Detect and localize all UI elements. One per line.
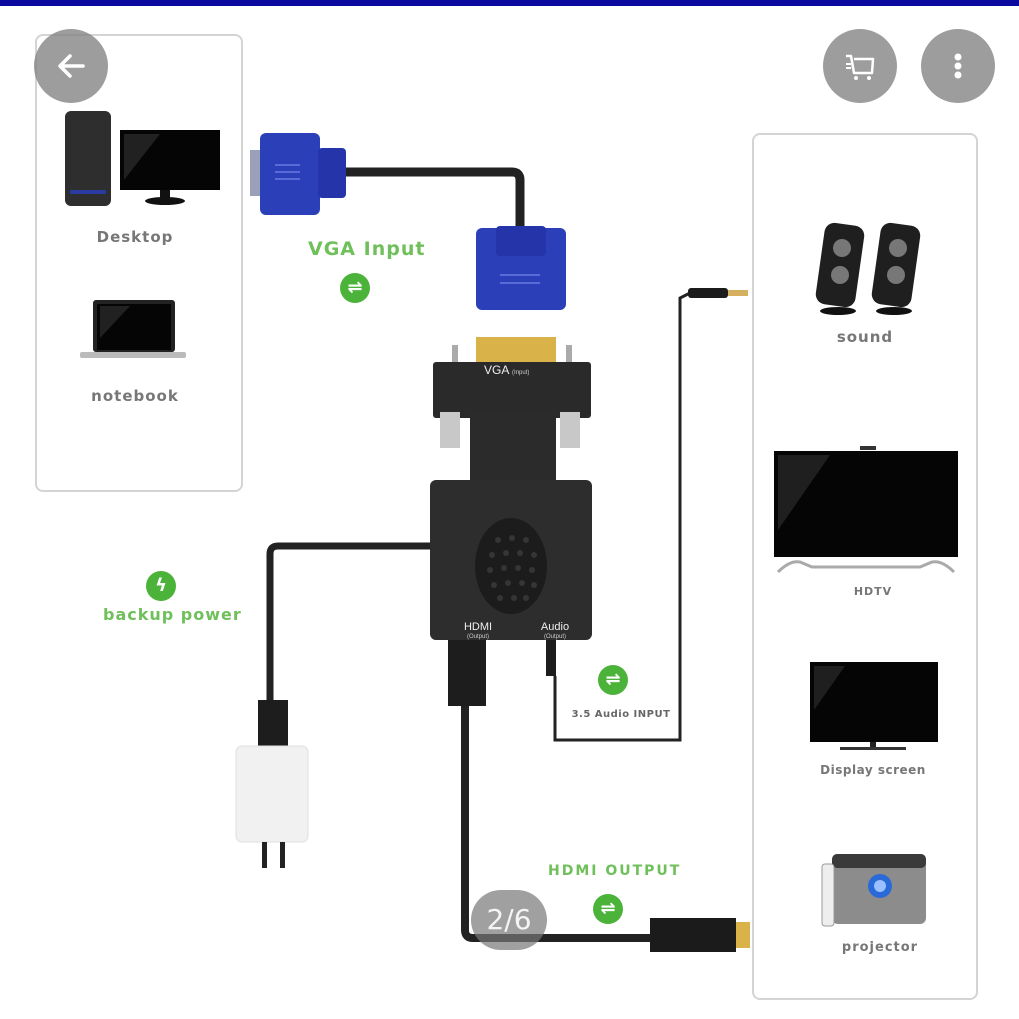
callout-hdmi-output: HDMI OUTPUT (548, 863, 682, 879)
vga-to-hdmi-adapter (430, 337, 592, 640)
image-counter: 2/6 (471, 890, 547, 950)
callout-vga-input: VGA Input (308, 238, 426, 260)
back-button[interactable] (34, 29, 108, 103)
source-devices-panel (35, 34, 243, 492)
more-vertical-icon (954, 53, 962, 79)
top-status-bar (0, 0, 1019, 6)
projector-icon (821, 854, 926, 927)
swap-arrows-icon: ⇌ (598, 665, 628, 695)
desktop-computer-icon (65, 111, 220, 206)
audio-cable (546, 288, 748, 742)
device-label-hdtv: HDTV (853, 585, 893, 598)
callout-backup-power: backup power (103, 605, 242, 624)
power-cable (235, 542, 430, 868)
swap-arrows-icon: ⇌ (340, 273, 370, 303)
device-label-notebook: notebook (91, 387, 179, 405)
swap-arrows-icon: ⇌ (593, 894, 623, 924)
adapter-label-hdmi: HDMI (Output) (463, 621, 493, 641)
device-label-sound: sound (836, 328, 894, 346)
laptop-icon (80, 300, 186, 358)
callout-audio-input: 3.5 Audio INPUT (571, 709, 671, 720)
device-label-display-screen: Display screen (820, 763, 926, 777)
more-options-button[interactable] (921, 29, 995, 103)
speakers-icon (815, 222, 921, 315)
hdmi-cable (448, 640, 750, 952)
shopping-cart-icon (846, 54, 875, 80)
device-label-desktop: Desktop (96, 228, 174, 246)
tv-icon (774, 446, 958, 574)
monitor-icon (810, 662, 938, 750)
vga-cable (250, 133, 566, 310)
device-label-projector: projector (841, 940, 919, 955)
cart-button[interactable] (823, 29, 897, 103)
lightning-icon: ϟ (146, 571, 176, 601)
adapter-label-audio: Audio (Output) (540, 621, 570, 641)
arrow-left-icon (58, 54, 85, 78)
adapter-label-vga: VGA (Input) (484, 363, 530, 377)
